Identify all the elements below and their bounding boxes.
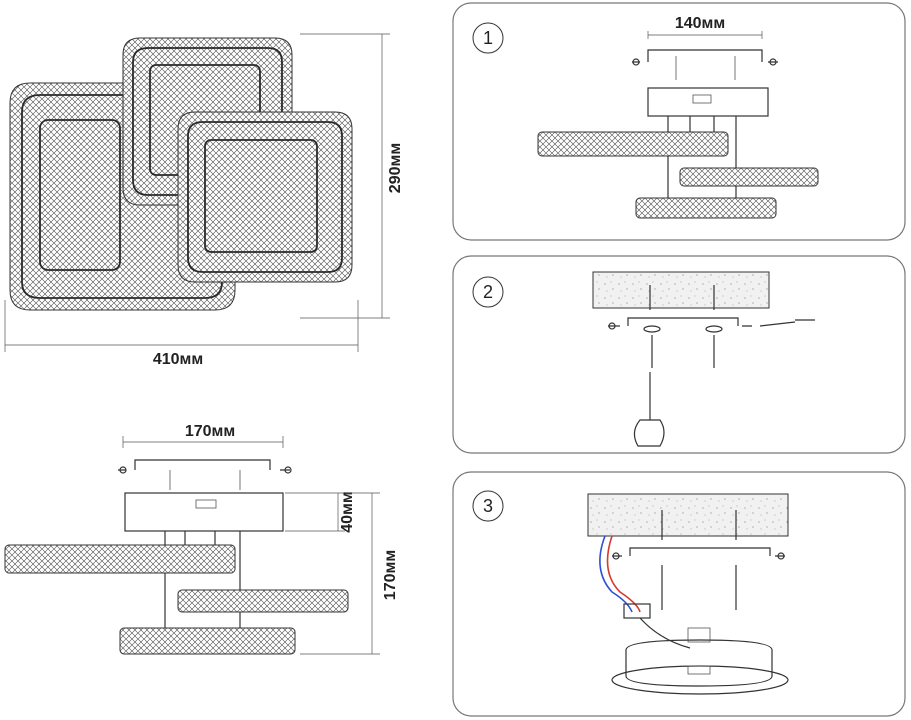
mounting-bracket	[134, 459, 271, 470]
wire-red	[606, 535, 641, 613]
step-3-number: 3	[483, 496, 493, 516]
wire-blue	[599, 535, 633, 613]
step-2-panel: 2	[452, 255, 906, 454]
width-dimension-line	[4, 300, 359, 352]
frame-right	[177, 111, 353, 283]
top-view: 410мм 290мм	[4, 33, 404, 368]
step-3-badge	[472, 490, 504, 522]
canopy	[124, 492, 284, 532]
step-3-canopy	[625, 639, 773, 687]
step-2-badge	[472, 276, 504, 308]
total-height-label: 170мм	[382, 550, 399, 600]
ring-middle	[177, 589, 349, 613]
step-1-panel: 1 140мм	[452, 2, 906, 241]
bracket-width-label: 170мм	[185, 423, 235, 440]
step-2-screws	[651, 335, 715, 368]
step-1-badge	[472, 22, 504, 54]
step-3-ceiling	[587, 493, 789, 537]
ring-lower	[119, 627, 296, 655]
height-dimension-line	[300, 33, 390, 319]
ring-upper	[4, 544, 236, 574]
canopy-height-label: 40мм	[339, 491, 356, 532]
terminal-block	[623, 603, 651, 619]
step-3-panel: 3	[452, 471, 906, 717]
step-2-ceiling	[592, 271, 770, 309]
step-1-canopy	[647, 87, 769, 117]
step-1-number: 1	[483, 28, 493, 48]
step-3-screws	[661, 565, 737, 610]
width-label: 410мм	[153, 351, 203, 368]
side-view: 170мм 40мм 170мм	[4, 423, 399, 655]
height-label: 290мм	[387, 143, 404, 193]
step-2-number: 2	[483, 282, 493, 302]
hand-icon	[633, 419, 665, 447]
step-1-bracket-label: 140мм	[675, 15, 725, 32]
